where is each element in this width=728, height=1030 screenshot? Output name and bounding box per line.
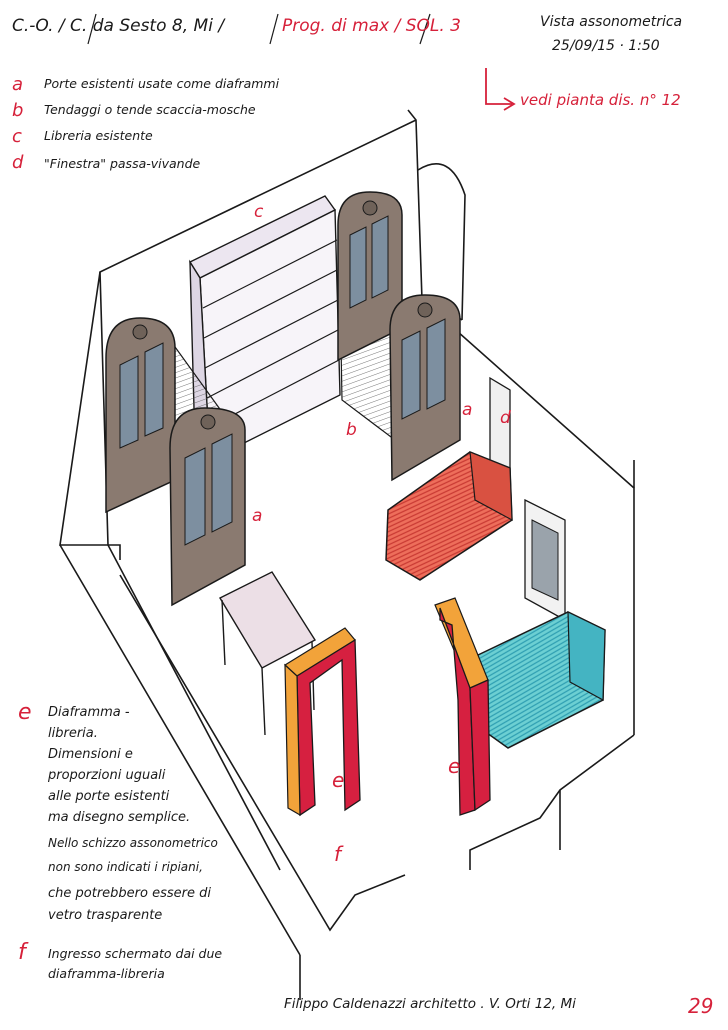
label-c: c [254, 202, 264, 222]
label-a-right: a [462, 400, 473, 420]
legend-key-c: c [12, 126, 22, 147]
note-e-line: vetro trasparente [48, 908, 163, 923]
note-e-line: Nello schizzo assonometrico [48, 836, 218, 850]
note-e-key: e [18, 700, 32, 725]
note-f-line: Ingresso schermato dai due [48, 946, 223, 961]
legend-key-b: b [12, 100, 24, 121]
plan-reference: vedi pianta dis. n° 12 [520, 91, 681, 109]
sofa-red [385, 451, 513, 581]
note-e-line: proporzioni uguali [48, 768, 166, 783]
door-back-left [105, 317, 176, 514]
note-e-line: che potrebbero essere di [48, 886, 211, 901]
plan-ref-arrow [485, 68, 516, 111]
note-e-line: Dimensioni e [48, 747, 133, 762]
label-f: f [334, 842, 342, 866]
header-date-scale: 25/09/15 · 1:50 [552, 38, 660, 54]
note-e-line: alle porte esistenti [48, 789, 170, 804]
label-e-left: e [332, 768, 345, 792]
note-e-line: Diaframma - [48, 705, 130, 720]
legend-text-b: Tendaggi o tende scaccia-mosche [44, 102, 256, 117]
legend-text-d: "Finestra" passa-vivande [44, 156, 201, 171]
diaphragm-frame-left [284, 627, 361, 817]
wall-panel [524, 498, 566, 622]
header-rule [87, 13, 431, 45]
door-back-right [337, 191, 403, 362]
legend-text-c: Libreria esistente [44, 128, 153, 143]
door-front-left [169, 407, 246, 607]
note-f-line: diaframma-libreria [48, 966, 165, 981]
legend-key-a: a [12, 74, 24, 95]
note-e-line: libreria. [48, 726, 98, 741]
legend-key-d: d [12, 152, 24, 173]
door-front-right [389, 294, 461, 482]
room-walls [59, 109, 635, 1000]
label-a-left: a [252, 506, 263, 526]
label-e-right: e [448, 754, 461, 778]
note-e-line: non sono indicati i ripiani, [48, 860, 203, 874]
header-project: Prog. di max / SOL. 3 [282, 16, 461, 36]
sofa-teal [477, 611, 606, 749]
note-e-line: ma disegno semplice. [48, 810, 191, 825]
diaphragm-frame-right [434, 597, 491, 816]
label-b: b [346, 420, 357, 440]
architect-signature: Filippo Caldenazzi architetto . V. Orti … [284, 996, 576, 1012]
header-address: C.-O. / C. da Sesto 8, Mi / [12, 16, 225, 36]
note-f-key: f [18, 940, 26, 965]
label-d: d [500, 408, 511, 428]
header-view-type: Vista assonometrica [540, 14, 683, 30]
page-number: 29 [688, 994, 714, 1018]
legend-text-a: Porte esistenti usate come diaframmi [44, 76, 280, 91]
